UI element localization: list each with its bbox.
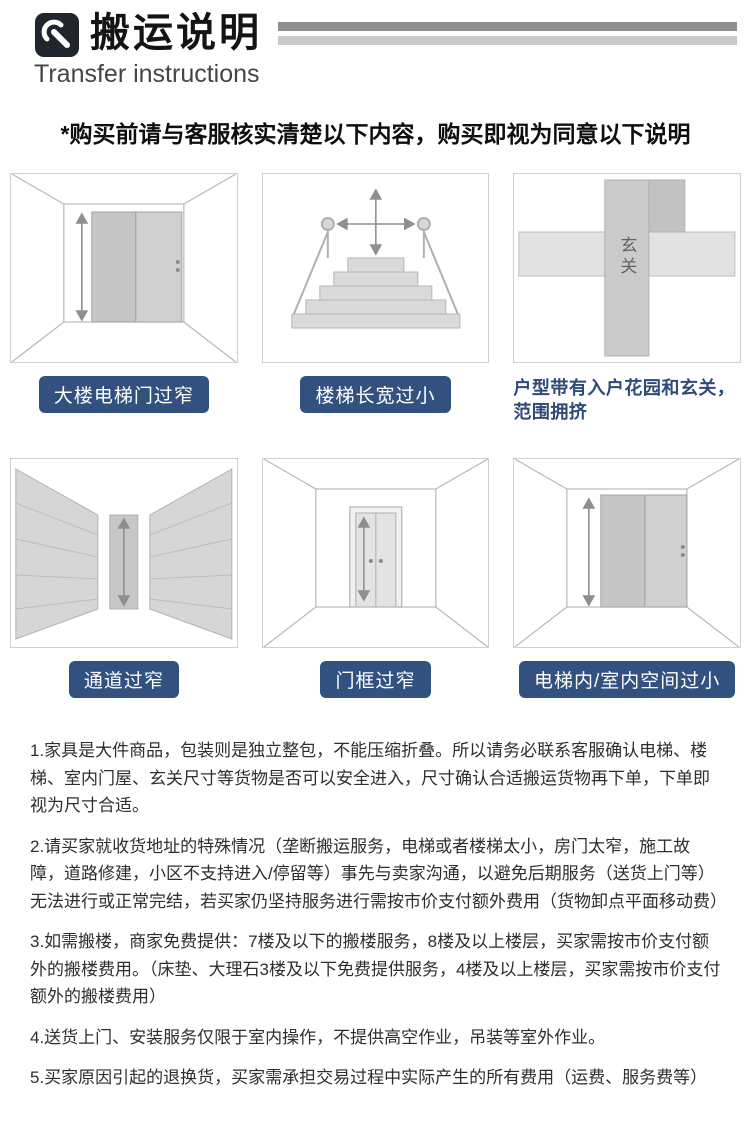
- illustration-frame: 玄关: [513, 173, 741, 363]
- illustration-frame: [513, 458, 741, 648]
- illustration-frame: [10, 173, 238, 363]
- caption-stairs: 楼梯长宽过小: [300, 376, 451, 413]
- indoor-space-illustration: [514, 459, 740, 647]
- elevator-door-illustration: [11, 174, 237, 362]
- panel-elevator-door: 大楼电梯门过窄: [10, 173, 238, 428]
- door-frame-illustration: [263, 459, 488, 647]
- page-subtitle: Transfer instructions: [34, 60, 260, 88]
- title-decor-bars: [278, 22, 737, 45]
- panel-indoor-space: 电梯内/室内空间过小: [513, 458, 741, 713]
- illustration-frame: [261, 458, 490, 648]
- header: 搬运说明 Transfer instructions: [0, 0, 751, 89]
- term-1: 1.家具是大件商品，包装则是独立整包，不能压缩折叠。所以请务必联系客服确认电梯、…: [30, 741, 710, 816]
- panel-door-frame: 门框过窄: [261, 458, 490, 713]
- caption-elevator-door: 大楼电梯门过窄: [38, 376, 209, 413]
- illustration-frame: [10, 458, 238, 648]
- caption-wrap: 电梯内/室内空间过小: [513, 661, 741, 713]
- illustration-frame: [261, 173, 490, 363]
- wrench-icon: [34, 12, 80, 58]
- caption-wrap: 户型带有入户花园和玄关， 范围拥挤: [513, 376, 741, 428]
- stairs-illustration: [290, 188, 460, 329]
- term-2: 2.请买家就收货地址的特殊情况（垄断搬运服务，电梯或者楼梯太小，房门太窄，施工故…: [30, 836, 727, 911]
- panel-stairs: 楼梯长宽过小: [261, 173, 490, 428]
- caption-foyer-line1: 户型带有入户花园和玄关，: [513, 378, 736, 398]
- decor-bar-dark: [278, 22, 737, 31]
- illustration-grid: 大楼电梯门过窄: [0, 173, 751, 713]
- panel-passage: 通道过窄: [10, 458, 238, 713]
- caption-indoor-space: 电梯内/室内空间过小: [519, 661, 736, 698]
- caption-door-frame: 门框过窄: [320, 661, 431, 698]
- term-5: 5.买家原因引起的退换货，买家需承担交易过程中实际产生的所有费用（运费、服务费等…: [30, 1068, 708, 1088]
- notice-text: *购买前请与客服核实清楚以下内容，购买即视为同意以下说明: [60, 121, 691, 147]
- caption-wrap: 大楼电梯门过窄: [10, 376, 238, 428]
- caption-wrap: 门框过窄: [262, 661, 490, 713]
- terms-section: 1.家具是大件商品，包装则是独立整包，不能压缩折叠。所以请务必联系客服确认电梯、…: [0, 713, 751, 1131]
- foyer-label: 玄关: [618, 236, 638, 278]
- panel-foyer-plan: 玄关 户型带有入户花园和玄关， 范围拥挤: [513, 173, 741, 428]
- narrow-passage-illustration: [15, 468, 233, 640]
- caption-passage: 通道过窄: [68, 661, 179, 698]
- caption-wrap: 楼梯长宽过小: [262, 376, 490, 428]
- page-title: 搬运说明: [90, 11, 262, 55]
- caption-foyer-line2: 范围拥挤: [513, 402, 588, 423]
- header-top: 搬运说明: [34, 10, 737, 58]
- foyer-floorplan-illustration: 玄关: [518, 179, 736, 357]
- decor-bar-light: [278, 36, 737, 45]
- term-4: 4.送货上门、安装服务仅限于室内操作，不提供高空作业，吊装等室外作业。: [30, 1027, 606, 1047]
- caption-wrap: 通道过窄: [10, 661, 238, 713]
- term-3: 3.如需搬楼，商家免费提供：7楼及以下的搬楼服务，8楼及以上楼层，买家需按市价支…: [30, 932, 721, 1007]
